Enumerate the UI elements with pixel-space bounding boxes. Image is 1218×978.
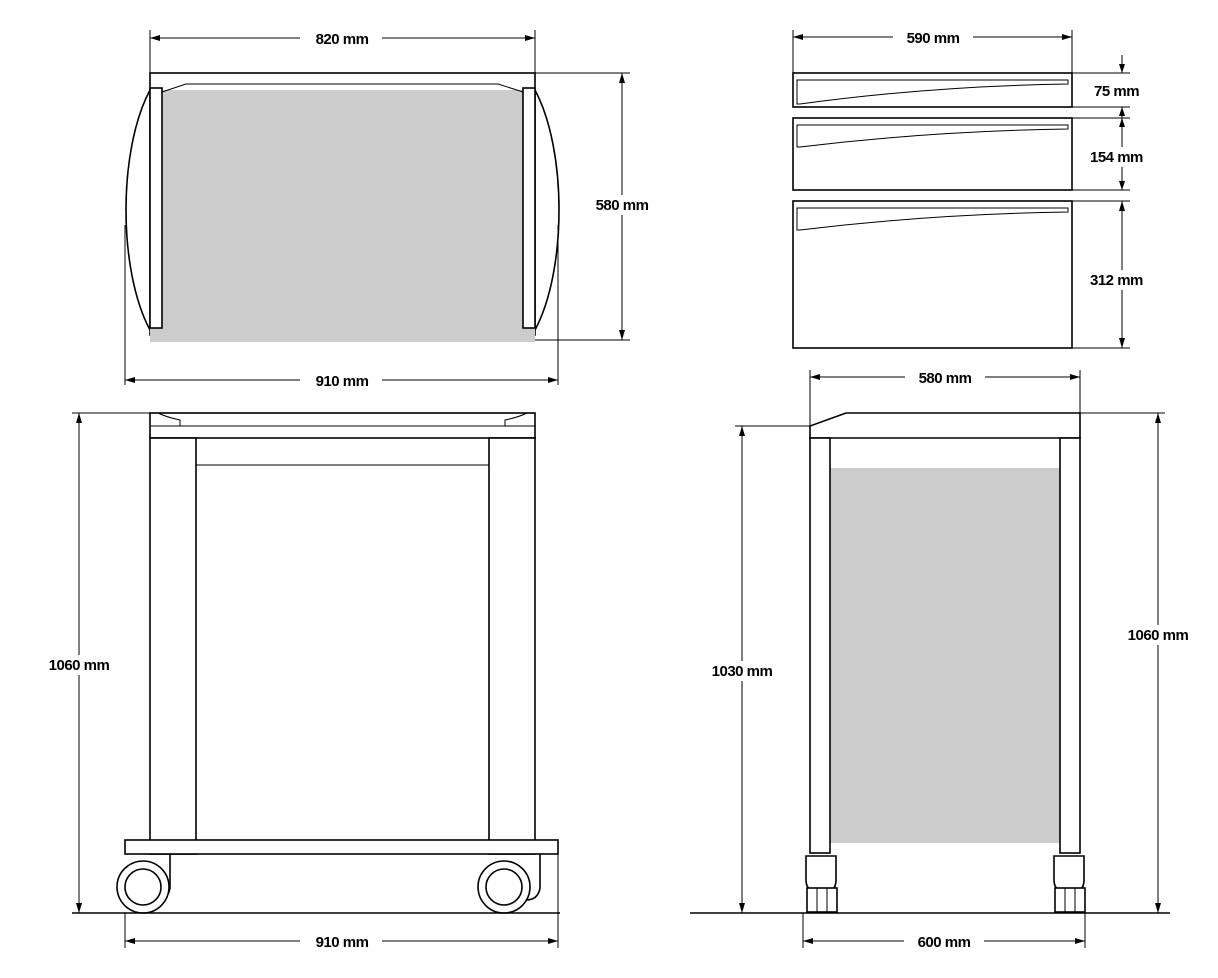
- front-view-height-label: 1060 mm: [49, 657, 110, 674]
- front-view-width-label: 910 mm: [316, 934, 369, 951]
- top-view-width-inner-label: 820 mm: [316, 31, 369, 48]
- top-view: 820 mm 580 mm 910 mm: [124, 28, 658, 390]
- side-view-base-depth-label: 600 mm: [918, 934, 971, 951]
- side-view: 580 mm 1030 mm 1060 mm 600 mm: [690, 367, 1196, 951]
- front-view-base: [124, 839, 559, 855]
- side-view-front-leg: [809, 437, 831, 854]
- top-view-shelf: [150, 90, 535, 342]
- front-view-left-leg: [149, 437, 197, 855]
- top-view-left-rail: [149, 87, 163, 329]
- top-view-right-rail: [522, 87, 536, 329]
- side-view-top: [809, 412, 1081, 439]
- side-view-rear-caster: [1053, 855, 1086, 913]
- top-view-right-handle: [534, 89, 560, 331]
- drawers-view: 590 mm 75 mm 154 mm 312 mm: [792, 27, 1154, 349]
- drawer-2: [792, 117, 1073, 191]
- top-view-left-handle: [125, 89, 151, 331]
- drawer-1-height-label: 75 mm: [1094, 83, 1139, 100]
- side-view-top-depth-label: 580 mm: [919, 370, 972, 387]
- side-view-front-caster: [805, 855, 838, 913]
- side-view-inner-height-label: 1030 mm: [712, 663, 773, 680]
- front-view: 1060 mm 910 mm: [42, 412, 560, 951]
- side-view-rear-leg: [1059, 437, 1081, 854]
- side-view-panel: [830, 468, 1060, 843]
- drawers-width-label: 590 mm: [907, 30, 960, 47]
- front-view-right-leg: [488, 437, 536, 855]
- drawer-3-height-label: 312 mm: [1090, 272, 1143, 289]
- front-view-left-caster: [116, 854, 171, 914]
- top-view-inner-lip: [161, 83, 524, 93]
- drawer-3: [792, 200, 1073, 349]
- top-view-width-outer-label: 910 mm: [316, 373, 369, 390]
- front-view-right-caster: [477, 854, 541, 914]
- drawer-2-height-label: 154 mm: [1090, 149, 1143, 166]
- side-view-total-height-label: 1060 mm: [1128, 627, 1189, 644]
- top-view-depth-label: 580 mm: [596, 197, 649, 214]
